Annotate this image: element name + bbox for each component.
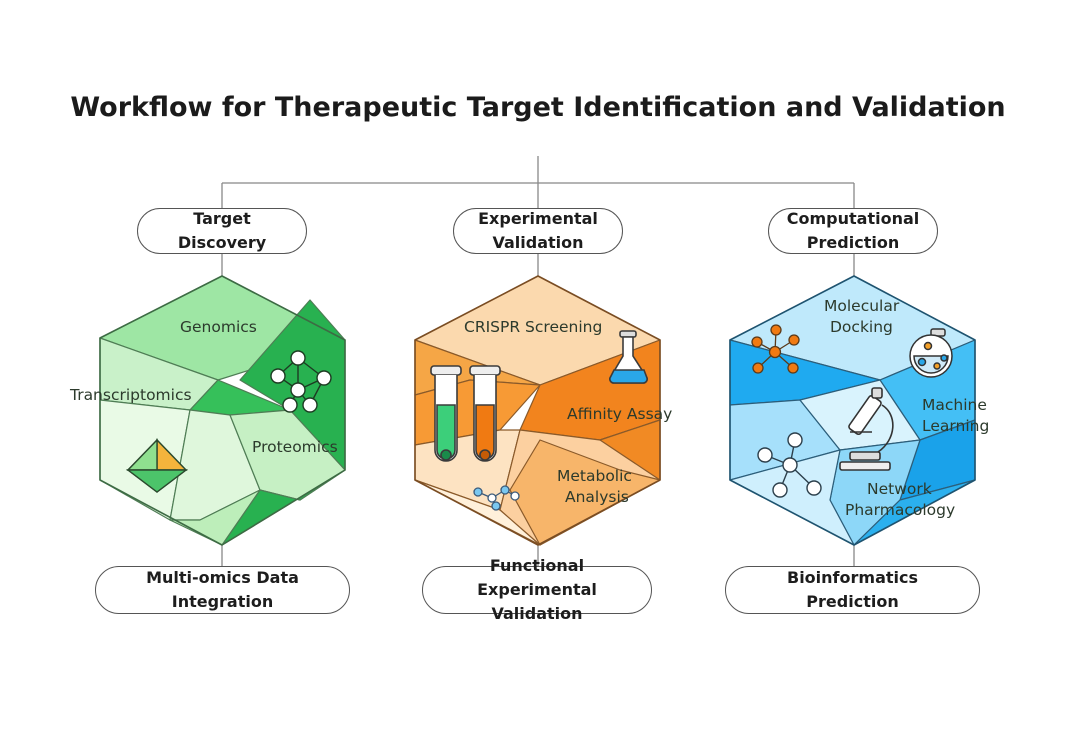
output-line-2: Prediction xyxy=(806,592,899,611)
label-analysis: Analysis xyxy=(565,488,629,506)
label-learning: Learning xyxy=(922,417,990,435)
prism-icon xyxy=(125,438,189,493)
label-genomics: Genomics xyxy=(180,318,257,336)
network-icon xyxy=(757,432,822,498)
microscope-icon xyxy=(839,387,894,471)
stage-top-line-1: Target xyxy=(193,209,251,228)
molecule-icon xyxy=(473,485,520,511)
label-network: Network xyxy=(867,480,932,498)
label-proteomics: Proteomics xyxy=(252,438,338,456)
label-machine: Machine xyxy=(922,396,987,414)
output-line-1: Bioinformatics xyxy=(787,568,918,587)
label-transcriptomics: Transcriptomics xyxy=(70,386,192,404)
test-tubes-icon xyxy=(430,365,501,462)
label-pharmacology: Pharmacology xyxy=(845,501,956,519)
stage-top-line-2: Prediction xyxy=(806,233,900,252)
mortar-icon xyxy=(909,328,953,378)
stage-top-line-1: Experimental xyxy=(478,209,598,228)
molecule-docking-icon xyxy=(751,324,800,374)
output-line-2: Integration xyxy=(171,592,274,611)
label-molecular: Molecular xyxy=(824,297,900,315)
stage-top-line-2: Discovery xyxy=(177,233,267,252)
output-line-2: Validation xyxy=(491,604,583,623)
label-crispr-screening: CRISPR Screening xyxy=(464,318,603,336)
flask-icon xyxy=(609,330,648,384)
stage-top-line-2: Validation xyxy=(492,233,584,252)
label-affinity-assay: Affinity Assay xyxy=(567,405,673,423)
output-line-1: Functional Experimental xyxy=(477,556,597,599)
label-metabolic: Metabolic xyxy=(557,467,632,485)
network-icon xyxy=(270,350,332,413)
output-line-1: Multi-omics Data xyxy=(146,568,299,587)
label-docking: Docking xyxy=(830,318,893,336)
diagram-title: Workflow for Therapeutic Target Identifi… xyxy=(70,92,1006,123)
stage-top-line-1: Computational xyxy=(786,209,920,228)
